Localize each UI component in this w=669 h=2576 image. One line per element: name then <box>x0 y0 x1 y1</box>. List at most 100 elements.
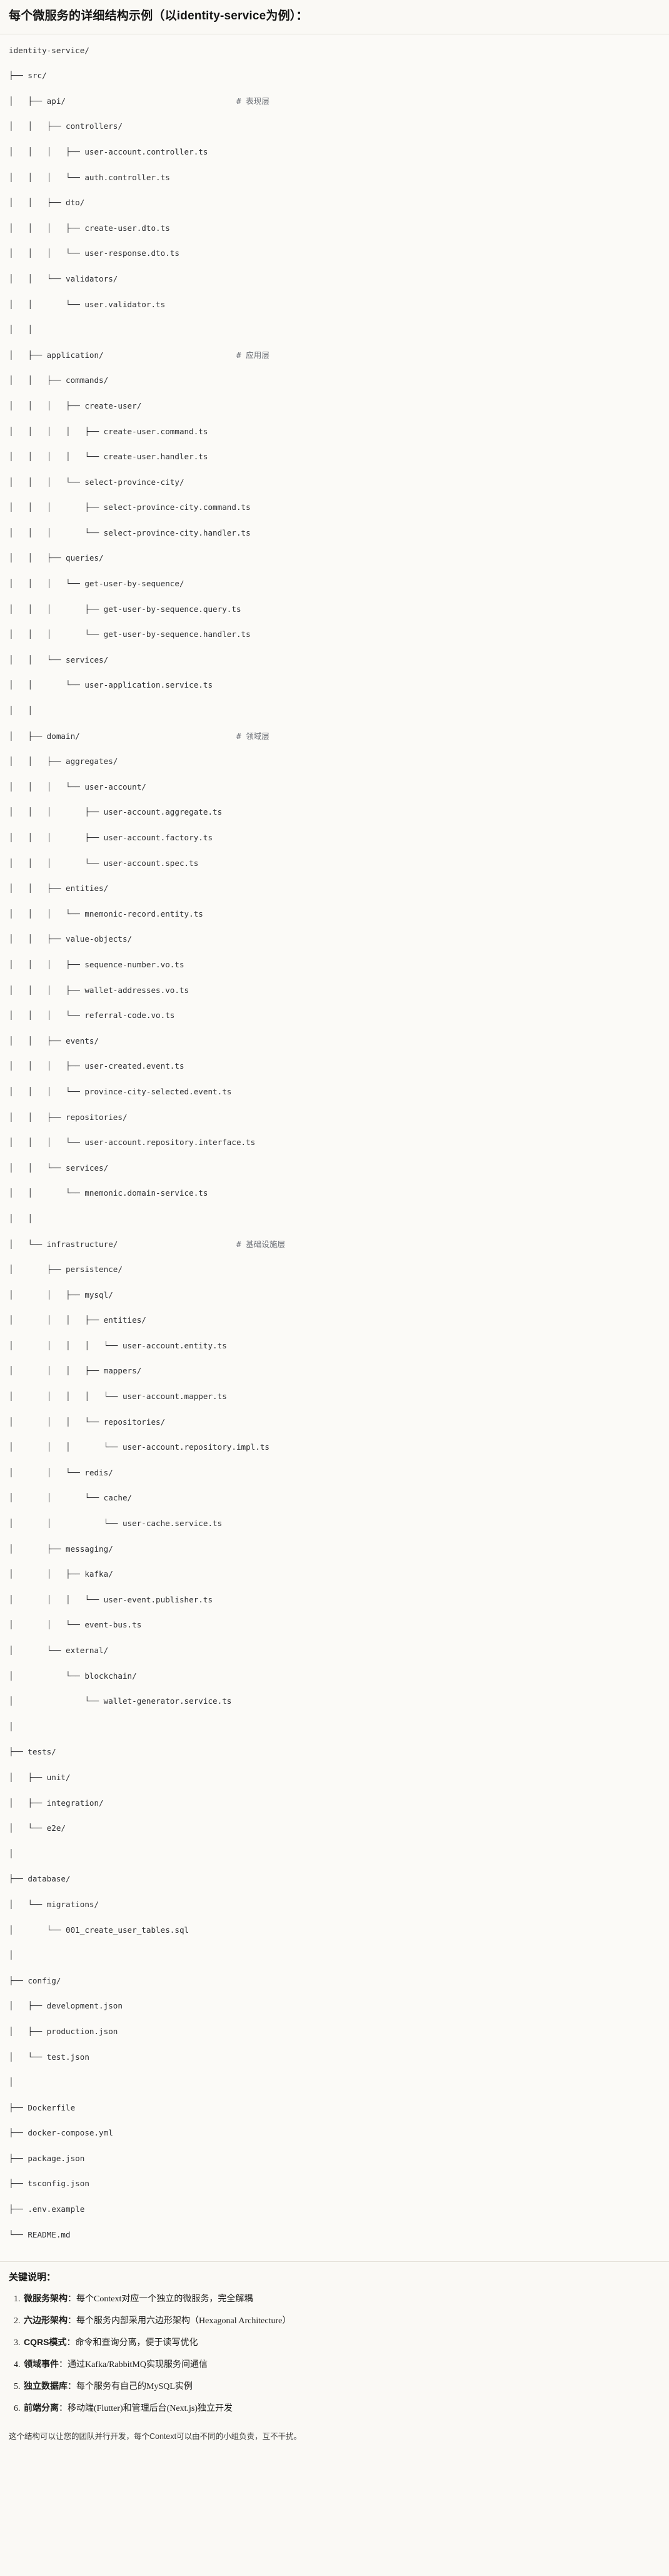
tree-line-text: │ <box>9 1848 14 1858</box>
tree-line: │ │ │ │ └── create-user.handler.ts <box>9 451 660 463</box>
tree-line-text: │ │ │ ├── select-province-city.command.t… <box>9 502 251 512</box>
tree-line-text: │ │ <box>9 1213 33 1223</box>
tree-line-text: │ │ │ └── auth.controller.ts <box>9 172 170 182</box>
closing-paragraph: 这个结构可以让您的团队并行开发，每个Context可以由不同的小组负责，互不干扰… <box>9 2432 302 2441</box>
tree-line: │ │ └── validators/ <box>9 273 660 285</box>
divider-keys <box>0 2261 669 2263</box>
tree-line-text: │ │ │ └── user-response.dto.ts <box>9 248 179 258</box>
tree-line: ├── tsconfig.json <box>9 2177 660 2190</box>
tree-line: │ │ ├── events/ <box>9 1035 660 1047</box>
tree-line-text: ├── .env.example <box>9 2204 85 2214</box>
tree-line-text: │ ├── integration/ <box>9 1798 104 1808</box>
key-point-term: 领域事件 <box>24 2359 59 2370</box>
tree-line: │ │ │ └── get-user-by-sequence.handler.t… <box>9 628 660 641</box>
tree-line: │ │ │ └── get-user-by-sequence/ <box>9 578 660 590</box>
tree-line-comment: # 领域层 <box>236 731 269 741</box>
tree-line: │ └── migrations/ <box>9 1898 660 1911</box>
tree-line-text: │ │ │ ├── mappers/ <box>9 1366 142 1376</box>
tree-line: │ │ │ ├── mappers/ <box>9 1365 660 1377</box>
tree-line: │ ├── api/ # 表现层 <box>9 95 660 108</box>
key-point-item: 微服务架构：每个Context对应一个独立的微服务，完全解耦 <box>23 2292 660 2306</box>
tree-line-text: │ │ │ └── user-account.repository.impl.t… <box>9 1442 270 1452</box>
tree-line-text: │ │ └── user-cache.service.ts <box>9 1519 223 1529</box>
key-point-term: 前端分离 <box>24 2403 59 2413</box>
key-point-item: 前端分离：移动端(Flutter)和管理后台(Next.js)独立开发 <box>23 2401 660 2415</box>
tree-line-text: │ └── infrastructure/ <box>9 1239 118 1249</box>
tree-line: │ │ │ └── user-account.spec.ts <box>9 857 660 870</box>
tree-line-text: │ ├── api/ <box>9 96 66 106</box>
key-point-desc: ：移动端(Flutter)和管理后台(Next.js)独立开发 <box>59 2404 233 2414</box>
tree-line-text: │ └── e2e/ <box>9 1823 66 1833</box>
tree-line-text: │ └── blockchain/ <box>9 1671 137 1681</box>
tree-line: │ <box>9 2076 660 2089</box>
tree-line-text: │ │ │ ├── entities/ <box>9 1315 146 1325</box>
tree-line: │ │ └── mnemonic.domain-service.ts <box>9 1187 660 1199</box>
tree-line-text: │ │ ├── entities/ <box>9 883 109 893</box>
tree-line: │ │ ├── value-objects/ <box>9 933 660 945</box>
tree-line: │ │ ├── entities/ <box>9 882 660 895</box>
tree-line-text: │ │ ├── value-objects/ <box>9 934 133 944</box>
tree-line: │ │ ├── commands/ <box>9 374 660 387</box>
tree-line-text: │ │ ├── commands/ <box>9 375 109 385</box>
tree-line-text: │ │ <box>9 325 33 335</box>
key-points-list: 微服务架构：每个Context对应一个独立的微服务，完全解耦六边形架构 ：每个服务… <box>9 2292 660 2415</box>
tree-line-text: │ │ │ │ └── create-user.handler.ts <box>9 452 208 462</box>
tree-line-text: │ ├── application/ <box>9 350 104 360</box>
tree-line-text: ├── package.json <box>9 2153 85 2163</box>
tree-line: │ │ ├── repositories/ <box>9 1111 660 1124</box>
tree-line: │ ├── application/ # 应用层 <box>9 349 660 362</box>
tree-line: │ │ ├── mysql/ <box>9 1289 660 1301</box>
tree-line: │ │ │ └── repositories/ <box>9 1416 660 1428</box>
tree-line-text: │ │ │ ├── user-account.controller.ts <box>9 146 208 156</box>
document-page: 每个微服务的详细结构示例（以identity-service为例）： ident… <box>0 0 669 2454</box>
tree-line-text: │ │ │ └── select-province-city/ <box>9 477 184 487</box>
key-point-desc: ：每个服务有自己的MySQL实例 <box>68 2382 193 2392</box>
tree-line-text: │ │ │ └── get-user-by-sequence.handler.t… <box>9 629 251 639</box>
tree-line-text: │ │ └── user-application.service.ts <box>9 680 213 690</box>
tree-line-text: │ │ │ ├── create-user.dto.ts <box>9 223 170 233</box>
tree-line: │ │ └── services/ <box>9 654 660 666</box>
tree-line-text: ├── tests/ <box>9 1747 56 1757</box>
tree-line: │ │ ├── aggregates/ <box>9 755 660 768</box>
tree-line: │ └── external/ <box>9 1644 660 1657</box>
tree-line: │ │ └── services/ <box>9 1162 660 1174</box>
tree-line-text: │ ├── development.json <box>9 2001 123 2011</box>
tree-line-text: │ │ └── mnemonic.domain-service.ts <box>9 1188 208 1198</box>
tree-line: │ ├── development.json <box>9 2000 660 2012</box>
tree-line: │ │ └── user.validator.ts <box>9 298 660 311</box>
tree-line-text: │ <box>9 1721 14 1731</box>
tree-line-text: ├── database/ <box>9 1874 71 1884</box>
tree-line-text: │ │ └── redis/ <box>9 1467 113 1477</box>
tree-line-comment: # 表现层 <box>236 96 269 106</box>
tree-line: │ │ │ ├── select-province-city.command.t… <box>9 501 660 514</box>
tree-line: ├── config/ <box>9 1975 660 1987</box>
tree-line: │ │ │ ├── user-account.controller.ts <box>9 146 660 158</box>
tree-line-text: ├── src/ <box>9 71 47 81</box>
tree-line: │ │ │ └── user-account/ <box>9 781 660 793</box>
tree-line-text: │ │ └── cache/ <box>9 1493 133 1503</box>
tree-line-text: │ │ │ └── user-account.repository.interf… <box>9 1138 256 1148</box>
tree-line: │ │ │ ├── user-account.aggregate.ts <box>9 806 660 818</box>
tree-line: │ │ │ ├── get-user-by-sequence.query.ts <box>9 603 660 616</box>
tree-line-gap <box>66 96 236 106</box>
tree-line-text: │ │ └── event-bus.ts <box>9 1620 142 1630</box>
tree-line: │ │ └── redis/ <box>9 1467 660 1479</box>
tree-line: │ │ │ └── select-province-city.handler.t… <box>9 527 660 539</box>
key-point-item: CQRS模式：命令和查询分离，便于读写优化 <box>23 2336 660 2349</box>
tree-line: │ │ │ │ ├── create-user.command.ts <box>9 425 660 438</box>
tree-line: │ │ └── user-application.service.ts <box>9 679 660 691</box>
tree-line-text: │ <box>9 2077 14 2087</box>
tree-line: │ <box>9 1721 660 1733</box>
tree-line-text: │ │ │ ├── user-account.factory.ts <box>9 833 213 842</box>
key-point-term: CQRS模式 <box>24 2337 67 2348</box>
key-point-item: 领域事件：通过Kafka/RabbitMQ实现服务间通信 <box>23 2358 660 2371</box>
tree-line: │ │ │ ├── sequence-number.vo.ts <box>9 959 660 971</box>
tree-line-text: │ │ │ ├── user-account.aggregate.ts <box>9 807 223 817</box>
tree-line: │ └── e2e/ <box>9 1822 660 1835</box>
tree-line-text: │ ├── persistence/ <box>9 1265 123 1275</box>
tree-line: │ └── test.json <box>9 2051 660 2064</box>
tree-line: │ │ │ └── select-province-city/ <box>9 476 660 489</box>
tree-line-text: │ │ │ ├── user-created.event.ts <box>9 1061 184 1071</box>
key-point-term: 六边形架构 <box>24 2315 68 2326</box>
tree-line-comment: # 基础设施层 <box>236 1239 286 1249</box>
